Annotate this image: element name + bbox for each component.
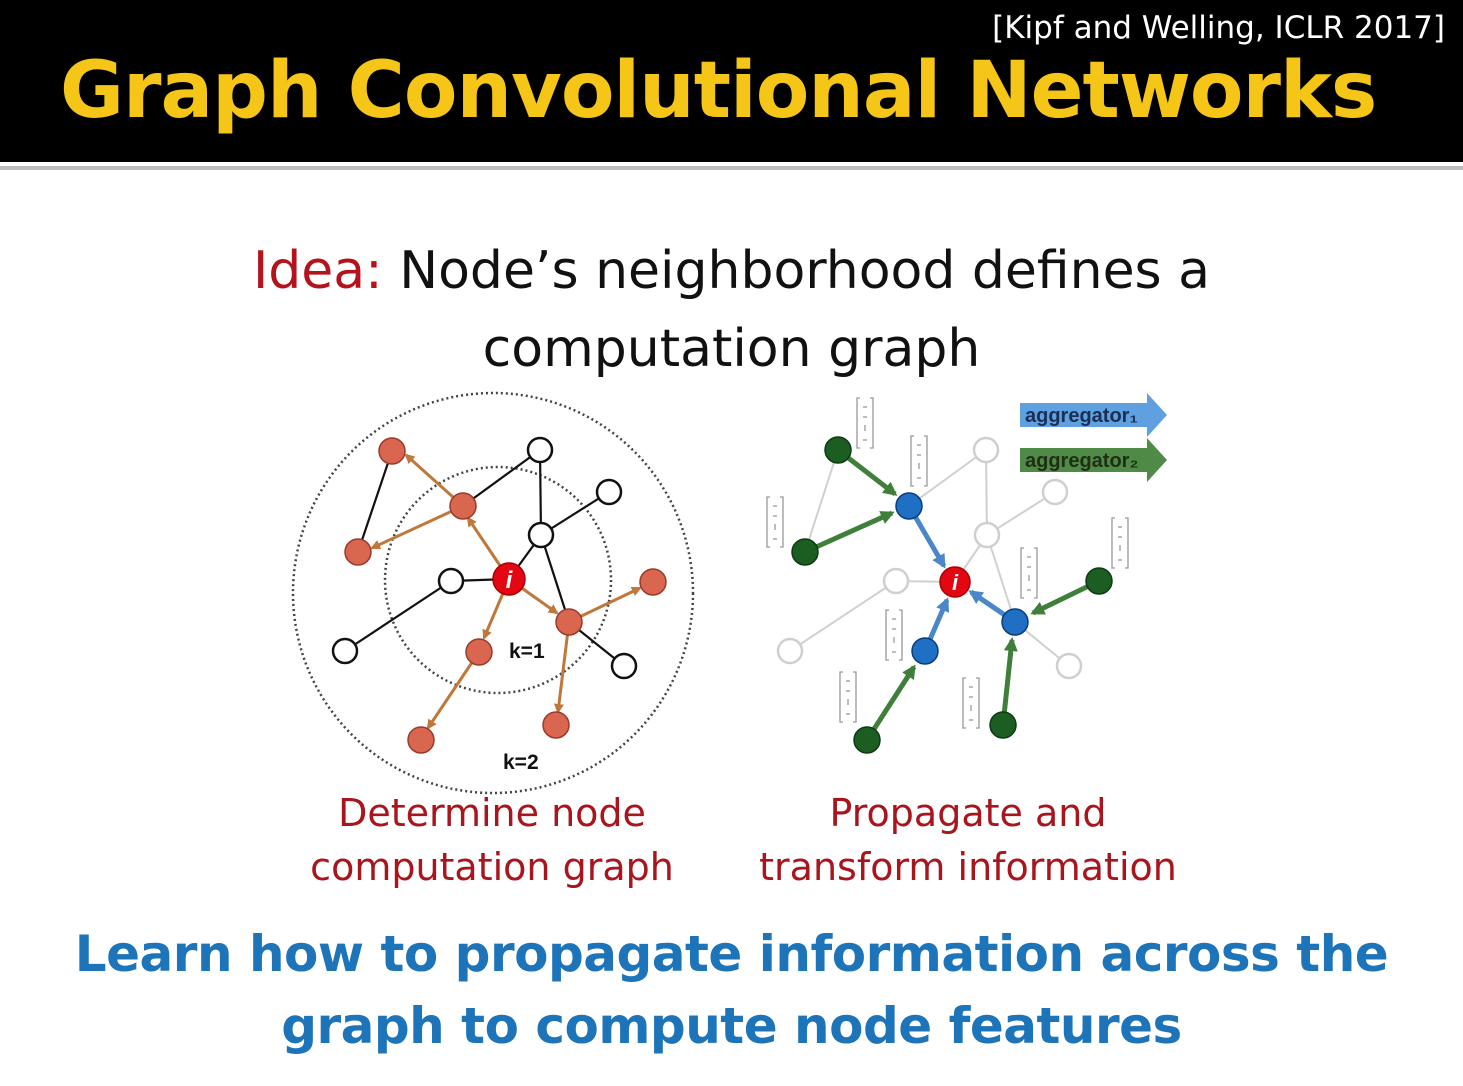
hop2-nodes: [791, 436, 1113, 754]
title-bar: [0, 0, 1463, 162]
target-node-label: i: [506, 567, 514, 594]
legend-label-aggregator1: aggregator₁: [1025, 405, 1138, 427]
hop1-node: [911, 637, 939, 665]
graph-edge: [538, 449, 543, 536]
feature-vector-icon: [962, 677, 980, 729]
background-edge: [908, 449, 987, 507]
aggregator2-arrow: [803, 510, 895, 555]
legend-aggregator1: aggregator₁: [1020, 393, 1167, 437]
neighbor-nodes: [344, 437, 667, 754]
aggregator2-arrow: [864, 664, 917, 742]
hop2-node: [989, 711, 1017, 739]
feature-vector-icon: [766, 496, 784, 548]
background-node: [882, 567, 910, 595]
graph-edge: [539, 534, 571, 623]
legend-arrow-aggregator1: [1020, 393, 1167, 437]
neighbor-node: [449, 492, 477, 520]
unvisited-nodes: [331, 436, 638, 680]
target-node: [492, 562, 526, 596]
idea-statement: Idea: Node’s neighborhood defines a comp…: [0, 232, 1463, 388]
background-node: [776, 637, 804, 665]
left-caption-line1: Determine node: [338, 791, 646, 835]
citation: [Kipf and Welling, ICLR 2017]: [992, 10, 1445, 46]
graph-edge: [462, 449, 541, 507]
background-node: [972, 436, 1000, 464]
background-node: [973, 521, 1001, 549]
feature-vectors: [766, 397, 1129, 729]
inner-hop-ring: [383, 465, 613, 695]
graph-edge: [344, 580, 452, 652]
neighborhood-diagram: i k=1 k=2: [291, 391, 695, 795]
background-node: [1041, 478, 1069, 506]
hop1-node: [895, 492, 923, 520]
neighbor-node: [407, 726, 435, 754]
takeaway-statement: Learn how to propagate information acros…: [0, 918, 1463, 1062]
hop2-node: [1085, 567, 1113, 595]
graph-node: [595, 478, 623, 506]
aggregator2-arrow: [1000, 637, 1018, 726]
feature-vector-icon: [1111, 517, 1129, 569]
graph-edge: [540, 491, 610, 536]
background-nodes: [776, 436, 1083, 680]
background-edge: [789, 580, 897, 652]
neighbor-edge: [554, 621, 571, 714]
neighbor-node: [639, 568, 667, 596]
takeaway-line1: Learn how to propagate information acros…: [74, 925, 1389, 983]
graph-node: [527, 521, 555, 549]
background-edge: [986, 491, 1056, 536]
right-caption-line2: transform information: [759, 845, 1177, 889]
left-caption: Determine node computation graph: [292, 786, 692, 894]
graph-node: [331, 637, 359, 665]
takeaway-line2: graph to compute node features: [281, 997, 1182, 1055]
graph-node: [437, 567, 465, 595]
hop1-nodes: [895, 492, 1029, 665]
neighbor-edge: [370, 504, 464, 550]
legend-label-aggregator2: aggregator₂: [1025, 450, 1138, 472]
legend-arrow-aggregator2: [1020, 438, 1167, 482]
idea-text-line2: computation graph: [482, 319, 981, 379]
right-caption-line1: Propagate and: [829, 791, 1107, 835]
neighbor-edge: [426, 651, 481, 730]
hop2-node: [853, 726, 881, 754]
neighbor-node: [555, 608, 583, 636]
graph-node: [610, 652, 638, 680]
background-edges: [789, 449, 1070, 667]
graph-edge: [356, 450, 394, 553]
background-edge: [986, 534, 1016, 623]
legend-aggregator2: aggregator₂: [1020, 438, 1167, 482]
hop2-node: [791, 538, 819, 566]
propagation-diagram: i aggregator₁ aggregator₂: [766, 393, 1167, 754]
background-edge: [985, 449, 988, 536]
slide-title: Graph Convolutional Networks: [60, 46, 1377, 136]
background-edge: [804, 449, 839, 553]
feature-vector-icon: [839, 671, 857, 723]
idea-keyword: Idea:: [252, 241, 383, 301]
feature-vector-icon: [885, 609, 903, 661]
feature-vector-icon: [910, 435, 928, 487]
neighbor-node: [378, 437, 406, 465]
neighbor-node: [542, 711, 570, 739]
outer-hop-ring: [291, 391, 695, 795]
title-bar-rule: [0, 166, 1463, 170]
hop2-node: [824, 436, 852, 464]
left-caption-line2: computation graph: [310, 845, 674, 889]
neighbor-node: [465, 638, 493, 666]
right-caption: Propagate and transform information: [748, 786, 1188, 894]
feature-vector-icon: [856, 397, 874, 449]
target-node: [939, 566, 971, 598]
outer-ring-label: k=2: [503, 751, 539, 774]
inner-ring-label: k=1: [509, 640, 545, 663]
background-node: [1055, 652, 1083, 680]
idea-text-line1: Node’s neighborhood defines a: [399, 241, 1211, 301]
hop1-node: [1001, 608, 1029, 636]
graph-node: [526, 436, 554, 464]
target-node-label: i: [952, 570, 959, 595]
neighbor-node: [344, 538, 372, 566]
feature-vector-icon: [1020, 547, 1038, 599]
